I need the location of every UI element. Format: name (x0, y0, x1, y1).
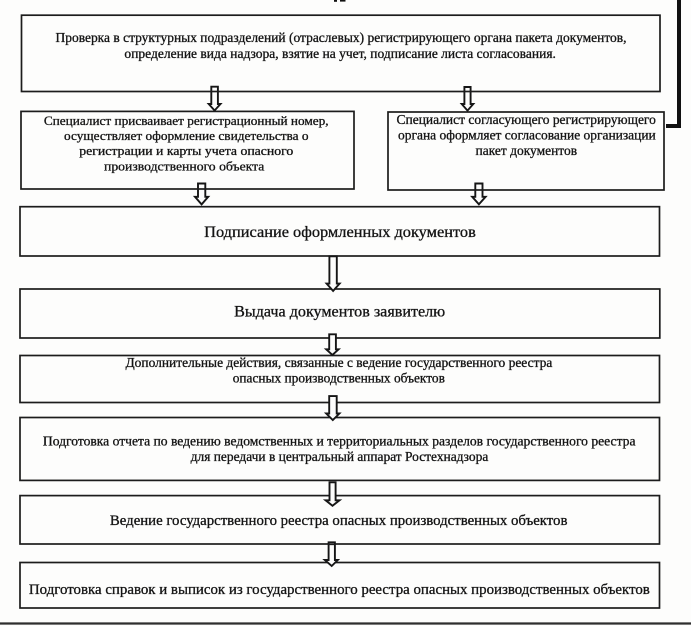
svg-text:органа оформляет согласование: органа оформляет согласование организаци… (398, 128, 656, 143)
svg-text:Специалист согласующего регист: Специалист согласующего регистрирующего (397, 112, 657, 127)
svg-text:осуществляет оформление свидет: осуществляет оформление свидетельства о (64, 128, 309, 143)
svg-text:для передачи в центральный апп: для передачи в центральный аппарат Росте… (191, 449, 489, 464)
svg-text:производственного объекта: производственного объекта (104, 159, 265, 174)
svg-text:Специалист присваивает регистр: Специалист присваивает регистрационный н… (44, 113, 329, 128)
svg-text:опасных производственных объек: опасных производственных объектов (233, 370, 445, 385)
svg-text:определение вида надзора, взят: определение вида надзора, взятие на учет… (124, 46, 556, 61)
svg-text:Подписание оформленных докуме: Подписание оформленных документов (204, 223, 476, 241)
svg-text:Выдача документов заявителю: Выдача документов заявителю (234, 303, 445, 320)
svg-text:Проверка в структурных подраз: Проверка в структурных подразделений (от… (56, 30, 627, 45)
svg-text:пакет документов: пакет документов (476, 143, 578, 158)
svg-text:регистрации и карты учета оп: регистрации и карты учета опасного (79, 143, 293, 158)
svg-text:Подготовка отчета по ведению: Подготовка отчета по ведению ведомственн… (43, 434, 636, 449)
svg-text:Ведение государственного реест: Ведение государственного реестра опасных… (110, 513, 568, 529)
svg-text:Дополнительные действия, связа: Дополнительные действия, связанные с вед… (126, 355, 553, 370)
svg-text:Подготовка справок и выписок: Подготовка справок и выписок из государс… (29, 582, 650, 598)
